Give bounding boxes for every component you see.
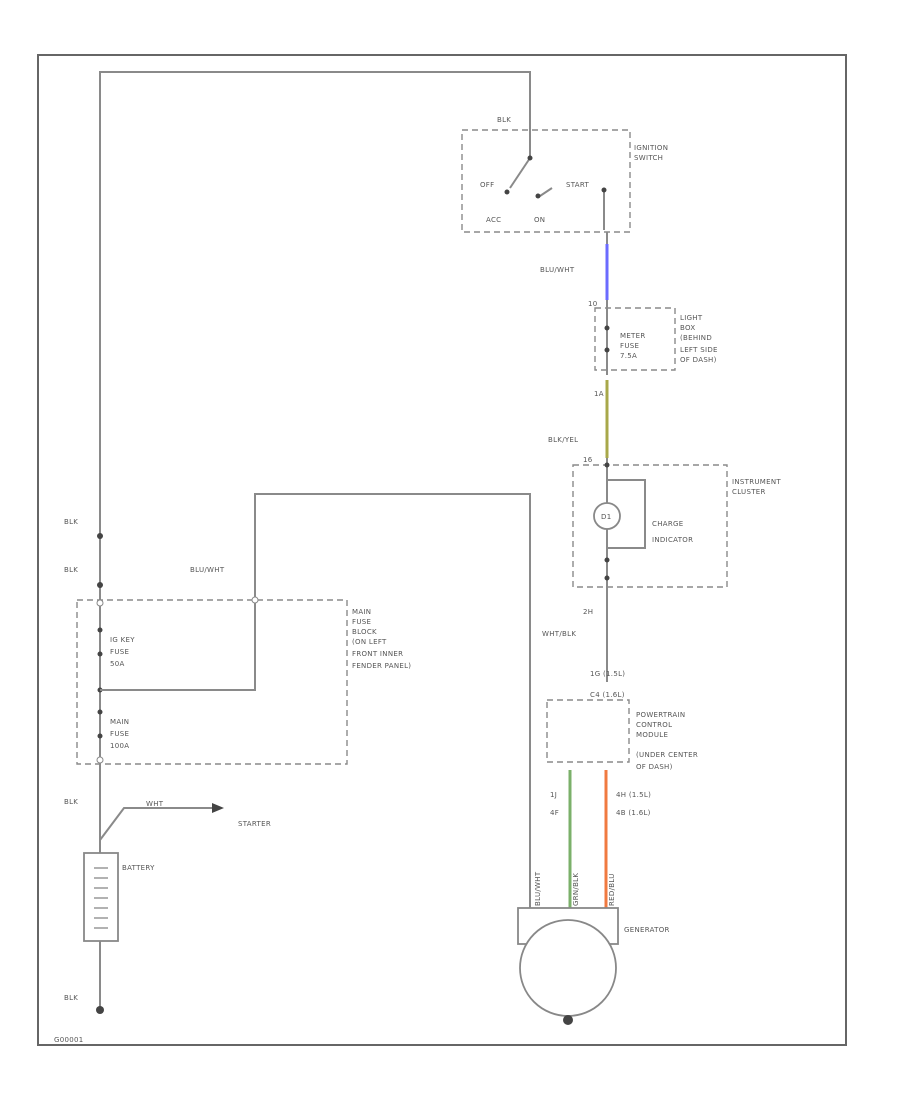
pcm-label-5: OF DASH) (636, 763, 673, 771)
pcm-pin-b: 4F (550, 809, 559, 817)
blk-top-label: BLK (497, 116, 511, 124)
pcm-pin-a: 1J (550, 791, 557, 799)
generator-feed-wire (100, 493, 531, 908)
ig-fuse-label-2: FUSE (110, 648, 129, 656)
cluster-label-2: CLUSTER (732, 488, 766, 496)
ground-point (96, 1006, 104, 1014)
main-fuse-label-2: FUSE (110, 730, 129, 738)
battery-label: BATTERY (122, 864, 155, 872)
main-fuse-block-box (76, 599, 348, 765)
mainfuse-label-1: MAIN (352, 608, 371, 616)
gen-wire-label-1: BLU/WHT (534, 871, 542, 906)
off-label: OFF (480, 181, 494, 189)
box-label-3: (BEHIND (680, 334, 712, 342)
pcm-pin-c: 4H (1.5L) (616, 791, 651, 799)
pcm-pin-top2: C4 (1.6L) (590, 691, 625, 699)
diagram-frame (37, 54, 847, 1046)
blk-ground-label: BLK (64, 994, 78, 1002)
main-fuse-label-3: 100A (110, 742, 129, 750)
ignition-label-2: SWITCH (634, 154, 663, 162)
generator-symbol (519, 919, 617, 1017)
ig-fuse-label-1: IG KEY (110, 636, 135, 644)
charge-label-2: INDICATOR (652, 536, 693, 544)
cluster-label-1: INSTRUMENT (732, 478, 781, 486)
meter-label-3: 7.5A (620, 352, 637, 360)
wht-starter-label: WHT (146, 800, 164, 808)
blk-yel-label: BLK/YEL (548, 436, 578, 444)
ig-fuse-label-3: 50A (110, 660, 125, 668)
ignition-switch-box (461, 129, 631, 233)
cluster-pin-bot: 2H (583, 608, 593, 616)
svg-text:D1: D1 (601, 513, 611, 521)
mainfuse-label-5: FRONT INNER (352, 650, 403, 658)
blk-left-2: BLK (64, 566, 78, 574)
pcm-label-2: CONTROL (636, 721, 672, 729)
mainfuse-label-4: (ON LEFT (352, 638, 387, 646)
generator-label: GENERATOR (624, 926, 670, 934)
starter-arrow-icon (212, 803, 224, 813)
ignition-label-1: IGNITION (634, 144, 668, 152)
meter-label-1: METER (620, 332, 646, 340)
charge-indicator-lamp (593, 502, 621, 530)
blk-batt-label: BLK (64, 798, 78, 806)
box-label-5: OF DASH) (680, 356, 717, 364)
pcm-box (546, 699, 630, 763)
starter-label: STARTER (238, 820, 271, 828)
pcm-label-1: POWERTRAIN (636, 711, 685, 719)
gen-wire-label-2: GRN/BLK (572, 873, 580, 906)
pcm-label-3: MODULE (636, 731, 668, 739)
meter-fuse-box (594, 307, 676, 371)
mainfuse-label-6: FENDER PANEL) (352, 662, 411, 670)
battery-feed-wire (99, 71, 531, 1010)
box-label-1: LIGHT (680, 314, 703, 322)
blu-wht-top-label: BLU/WHT (540, 266, 575, 274)
fuse-pin-label: 1A (594, 390, 604, 398)
mainfuse-label-3: BLOCK (352, 628, 377, 636)
box-label-4: LEFT SIDE (680, 346, 718, 354)
pcm-label-4: (UNDER CENTER (636, 751, 698, 759)
acc-label: ACC (486, 216, 501, 224)
blk-left-1: BLK (64, 518, 78, 526)
instrument-cluster-box (572, 464, 728, 588)
charge-label-1: CHARGE (652, 520, 683, 528)
meter-fuse-num: 10 (588, 300, 598, 308)
blu-wht-mid-label: BLU/WHT (190, 566, 225, 574)
pcm-pin-top: 1G (1.5L) (590, 670, 625, 678)
wht-blk-label: WHT/BLK (542, 630, 576, 638)
mainfuse-label-2: FUSE (352, 618, 371, 626)
starter-wire (99, 807, 212, 841)
figure-id: G00001 (54, 1036, 84, 1044)
cluster-pin-top: 16 (583, 456, 593, 464)
gen-wire-label-3: RED/BLU (608, 873, 616, 906)
main-fuse-label-1: MAIN (110, 718, 129, 726)
box-label-2: BOX (680, 324, 695, 332)
start-label: START (566, 181, 590, 189)
on-label: ON (534, 216, 545, 224)
pcm-pin-d: 4B (1.6L) (616, 809, 651, 817)
meter-label-2: FUSE (620, 342, 639, 350)
ignition-switch-contacts (509, 130, 605, 230)
